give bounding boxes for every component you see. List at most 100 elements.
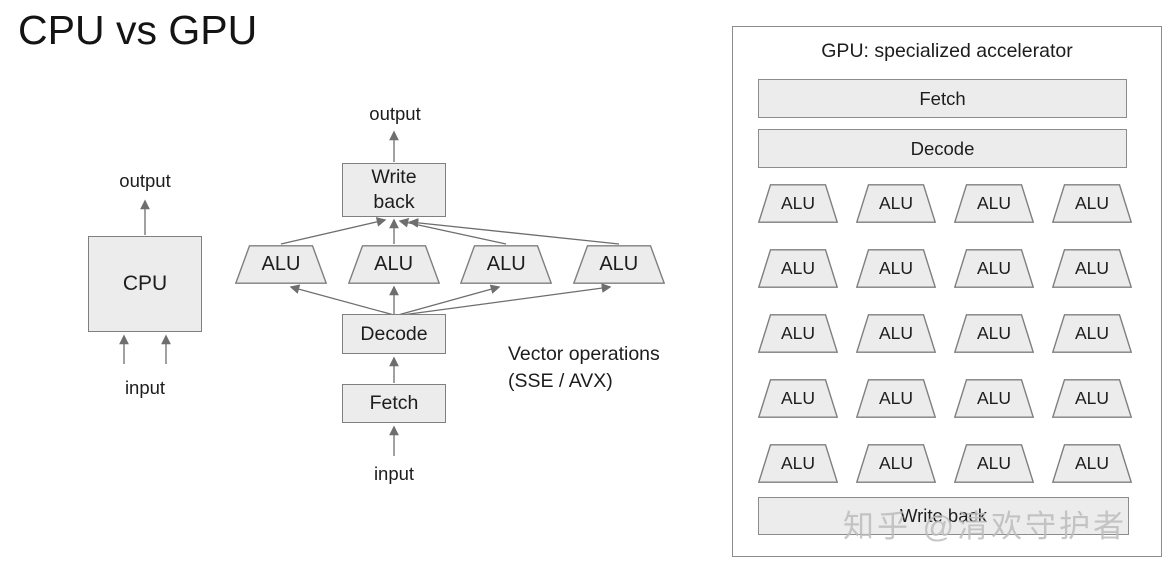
alu-label: ALU <box>261 253 301 275</box>
decode-box: Decode <box>342 314 446 354</box>
alu-unit: ALU <box>1052 379 1132 418</box>
alu-label: ALU <box>878 323 914 343</box>
alu-label: ALU <box>976 258 1012 278</box>
alu-trapezoid <box>954 184 1034 223</box>
alu-trapezoid <box>954 249 1034 288</box>
alu-label: ALU <box>878 388 914 408</box>
alu-label: ALU <box>878 258 914 278</box>
gpu-panel-title: GPU: specialized accelerator <box>821 40 1073 62</box>
alu-trapezoid <box>758 444 838 483</box>
write-back-label: Write back <box>371 165 417 213</box>
alu-label: ALU <box>976 388 1012 408</box>
alu-label: ALU <box>780 453 816 473</box>
alu-unit: ALU <box>758 379 838 418</box>
alu-trapezoid <box>572 245 665 284</box>
alu-trapezoid <box>1052 184 1132 223</box>
pipeline-output-label: output <box>369 103 421 124</box>
page-title: CPU vs GPU <box>18 7 258 53</box>
gpu-alu-grid: ALU ALU ALU <box>758 184 1132 483</box>
alu-unit: ALU <box>572 245 665 284</box>
cpu-box: CPU <box>88 236 202 332</box>
alu-unit: ALU <box>758 314 838 353</box>
alu-trapezoid <box>856 379 936 418</box>
alu-trapezoid <box>856 184 936 223</box>
alu-trapezoid <box>856 444 936 483</box>
alu-trapezoid <box>954 314 1034 353</box>
alu-unit: ALU <box>954 314 1034 353</box>
pipeline-arrows <box>280 130 620 456</box>
alu-unit: ALU <box>954 184 1034 223</box>
alu-trapezoid <box>856 249 936 288</box>
alu-label: ALU <box>1074 323 1110 343</box>
alu-label: ALU <box>1074 193 1110 213</box>
alu-trapezoid <box>347 245 440 284</box>
alu-unit: ALU <box>1052 184 1132 223</box>
alu-unit: ALU <box>954 379 1034 418</box>
fetch-box: Fetch <box>342 384 446 423</box>
alu-label: ALU <box>976 453 1012 473</box>
alu-unit: ALU <box>954 444 1034 483</box>
pipeline-alu-row: ALU ALU ALU ALU <box>235 245 665 284</box>
alu-trapezoid <box>460 245 553 284</box>
alu-unit: ALU <box>347 245 440 284</box>
alu-unit: ALU <box>460 245 553 284</box>
alu-label: ALU <box>976 323 1012 343</box>
alu-label: ALU <box>1074 258 1110 278</box>
annotation-line-2: (SSE / AVX) <box>508 369 613 392</box>
alu-unit: ALU <box>856 184 936 223</box>
alu-label: ALU <box>1074 388 1110 408</box>
alu-unit: ALU <box>1052 314 1132 353</box>
alu-label: ALU <box>780 323 816 343</box>
decode-label: Decode <box>360 322 428 345</box>
alu-label: ALU <box>599 253 639 275</box>
alu-unit: ALU <box>856 444 936 483</box>
alu-label: ALU <box>486 253 526 275</box>
alu-trapezoid <box>1052 379 1132 418</box>
alu-unit: ALU <box>856 314 936 353</box>
alu-unit: ALU <box>1052 249 1132 288</box>
gpu-panel: GPU: specialized accelerator Fetch Decod… <box>732 26 1162 557</box>
cpu-box-label: CPU <box>122 272 168 295</box>
alu-trapezoid <box>1052 444 1132 483</box>
alu-trapezoid <box>954 444 1034 483</box>
cpu-input-label: input <box>124 377 166 398</box>
alu-label: ALU <box>878 453 914 473</box>
fetch-label: Fetch <box>369 392 419 414</box>
alu-unit: ALU <box>856 249 936 288</box>
alu-label: ALU <box>976 193 1012 213</box>
alu-trapezoid <box>758 379 838 418</box>
alu-label: ALU <box>878 193 914 213</box>
alu-trapezoid <box>856 314 936 353</box>
gpu-decode-label: Decode <box>910 137 975 159</box>
alu-unit: ALU <box>235 245 327 284</box>
alu-trapezoid <box>758 314 838 353</box>
alu-unit: ALU <box>1052 444 1132 483</box>
alu-trapezoid <box>758 249 838 288</box>
watermark: 知乎 @清欢守护者 <box>843 509 1128 544</box>
alu-trapezoid <box>235 245 327 284</box>
alu-label: ALU <box>780 388 816 408</box>
alu-label: ALU <box>1074 453 1110 473</box>
alu-unit: ALU <box>758 184 838 223</box>
alu-unit: ALU <box>954 249 1034 288</box>
gpu-write-back-label: Write back <box>899 505 988 526</box>
annotation-line-1: Vector operations <box>508 343 660 365</box>
gpu-fetch-label: Fetch <box>919 87 966 109</box>
alu-trapezoid <box>1052 249 1132 288</box>
alu-trapezoid <box>758 184 838 223</box>
cpu-output-label: output <box>119 170 171 191</box>
write-back-box: Write back <box>342 163 446 217</box>
gpu-write-back-bar: Write back <box>758 497 1129 535</box>
alu-trapezoid <box>954 379 1034 418</box>
alu-unit: ALU <box>856 379 936 418</box>
alu-trapezoid <box>1052 314 1132 353</box>
gpu-decode-bar: Decode <box>758 129 1127 168</box>
alu-label: ALU <box>374 253 414 275</box>
alu-unit: ALU <box>758 249 838 288</box>
alu-label: ALU <box>780 193 816 213</box>
alu-unit: ALU <box>758 444 838 483</box>
vector-ops-annotation: Vector operations (SSE / AVX) <box>508 341 660 395</box>
alu-label: ALU <box>780 258 816 278</box>
gpu-fetch-bar: Fetch <box>758 79 1127 118</box>
